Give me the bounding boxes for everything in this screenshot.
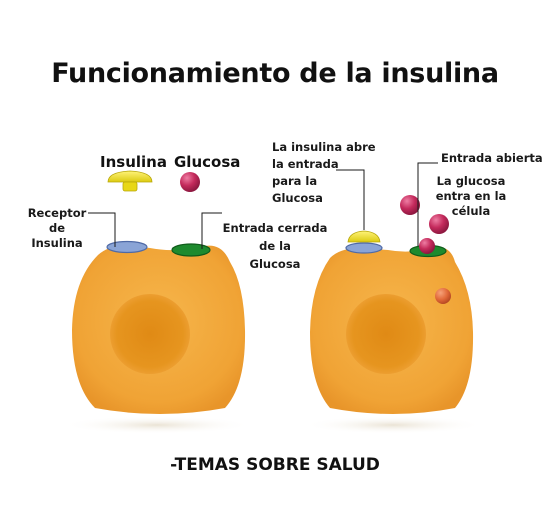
open-gate-leader (417, 162, 438, 246)
right-cell (310, 195, 474, 414)
receptor-leader (88, 212, 116, 247)
leader-lines (88, 162, 438, 249)
insulin-legend-label: Insulina (100, 153, 167, 171)
closed-gate-leader (201, 212, 222, 249)
left-closed-gate (171, 243, 211, 257)
open-gate-label: Entrada abierta (441, 151, 543, 165)
glucose-entering-icon (419, 238, 435, 254)
right-insulin-receptor (345, 242, 383, 254)
left-cell-shadow (62, 416, 252, 434)
glucose-legend-label: Glucosa (174, 153, 241, 171)
glucose-outside-1-icon (400, 195, 420, 215)
glucose-legend-icon (180, 172, 200, 192)
glucose-outside-2-icon (429, 214, 449, 234)
insulin-opens-label: La insulina abre la entrada para la Gluc… (272, 140, 376, 205)
insulin-opens-leader (336, 169, 365, 230)
insulin-legend-icon (107, 170, 153, 192)
receptor-label: Receptor de Insulina (27, 206, 87, 250)
right-docked-insulin-icon (347, 230, 381, 243)
glucose-inside-icon (435, 288, 451, 304)
right-nucleus (346, 294, 426, 374)
left-nucleus (110, 294, 190, 374)
right-cell-shadow (303, 416, 483, 434)
left-insulin-receptor (106, 240, 148, 254)
closed-gate-label: Entrada cerrada de la Glucosa (222, 221, 328, 271)
page-title: Funcionamiento de la insulina (51, 58, 499, 89)
footer-caption: -TEMAS SOBRE SALUD (170, 455, 380, 475)
glucose-enters-label: La glucosa entra en la célula (435, 174, 507, 218)
left-cell (72, 240, 246, 414)
